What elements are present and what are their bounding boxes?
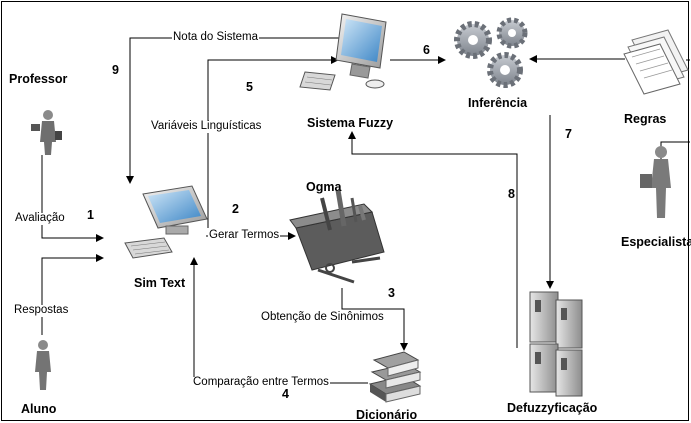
edge-variaveis-linguisticas xyxy=(207,56,339,228)
ogma-toolbox-icon xyxy=(289,189,385,284)
edge-defuzzy-fuzzy xyxy=(348,131,518,348)
professor-icon xyxy=(31,110,62,155)
edge-obtencao-sinonimos xyxy=(341,288,408,351)
step-5: 5 xyxy=(246,80,253,94)
especialista-icon xyxy=(640,146,671,218)
gerar-termos-label: Gerar Termos xyxy=(208,229,281,242)
especialista-label: Especialista xyxy=(621,235,691,249)
inferencia-label: Inferência xyxy=(468,96,528,110)
dicionario-label: Dicionário xyxy=(356,408,418,422)
defuzzyficacao-label: Defuzzyficação xyxy=(507,401,598,415)
step-9: 9 xyxy=(112,63,119,77)
professor-label: Professor xyxy=(9,72,68,86)
step-7: 7 xyxy=(565,127,572,141)
ogma-label: Ogma xyxy=(306,180,342,194)
step-2: 2 xyxy=(232,202,239,216)
defuzzyficacao-servers-icon xyxy=(529,291,583,397)
sim-text-label: Sim Text xyxy=(134,276,186,290)
edge-nota-do-sistema xyxy=(126,37,345,184)
dicionario-books-icon xyxy=(368,351,422,403)
avaliacao-label: Avaliação xyxy=(14,212,66,225)
respostas-label: Respostas xyxy=(13,304,70,317)
sim-text-computer-icon xyxy=(124,185,208,259)
step-3: 3 xyxy=(388,286,395,300)
regras-documents-icon xyxy=(623,29,689,95)
comparacao-termos-label: Comparação entre Termos xyxy=(192,376,330,389)
sistema-fuzzy-computer-icon xyxy=(299,13,387,91)
step-4: 4 xyxy=(282,387,289,401)
regras-label: Regras xyxy=(624,112,667,126)
aluno-label: Aluno xyxy=(21,402,57,416)
step-8: 8 xyxy=(508,187,515,201)
nota-do-sistema-label: Nota do Sistema xyxy=(172,31,260,44)
edge-respostas xyxy=(41,254,104,335)
inferencia-gears-icon xyxy=(454,17,528,88)
step-6: 6 xyxy=(423,43,430,57)
aluno-icon xyxy=(35,340,51,390)
edge-avaliacao xyxy=(41,155,104,242)
sistema-fuzzy-label: Sistema Fuzzy xyxy=(307,116,394,130)
step-1: 1 xyxy=(87,208,94,222)
variaveis-linguisticas-label: Variáveis Linguísticas xyxy=(150,120,263,133)
obtencao-sinonimos-label: Obtenção de Sinônimos xyxy=(260,311,385,324)
